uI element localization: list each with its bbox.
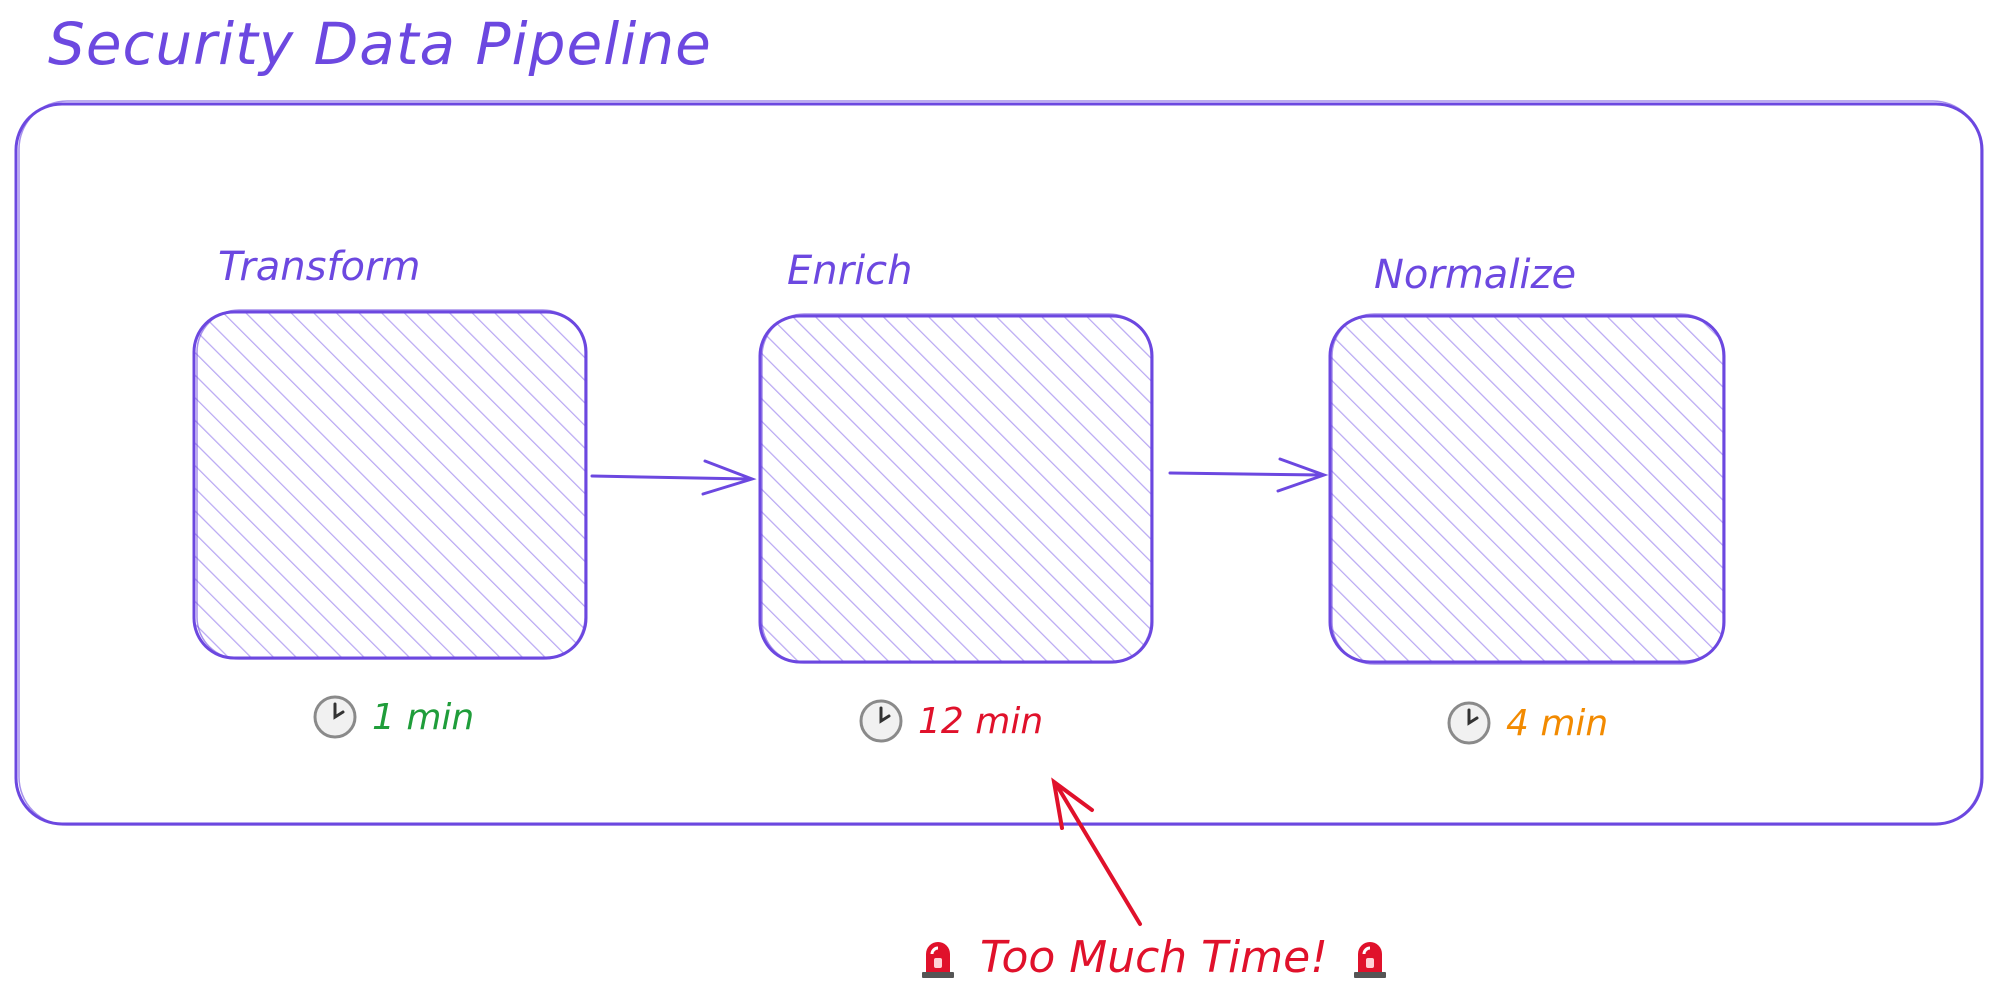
clock-icon [1447,701,1491,745]
stage-time-value: 4 min [1506,702,1609,744]
arrow-transform-to-enrich [590,459,757,496]
stage-time-normalize: 4 min [1446,700,1608,746]
arrow-enrich-to-normalize [1168,457,1329,493]
clock-icon [859,699,903,743]
siren-icon [1353,941,1386,978]
stage-time-value: 1 min [372,696,475,738]
siren-icon [922,941,954,978]
clock-icon [313,695,357,739]
stage-time-enrich: 12 min [858,698,1043,744]
stage-time-transform: 1 min [312,694,474,740]
stage-box-enrich [758,313,1154,664]
stage-label-enrich: Enrich [787,248,913,294]
stage-time-value: 12 min [918,700,1044,742]
annotation-callout: Too Much Time! [918,932,1390,983]
annotation-arrow [1051,777,1142,926]
stage-box-transform [192,309,588,660]
stage-box-normalize [1328,313,1726,665]
diagram-title: Security Data Pipeline [48,10,712,78]
stage-label-transform: Transform [218,244,421,290]
annotation-text: Too Much Time! [980,932,1328,983]
stage-label-normalize: Normalize [1374,252,1577,298]
pipeline-container [14,102,1984,826]
